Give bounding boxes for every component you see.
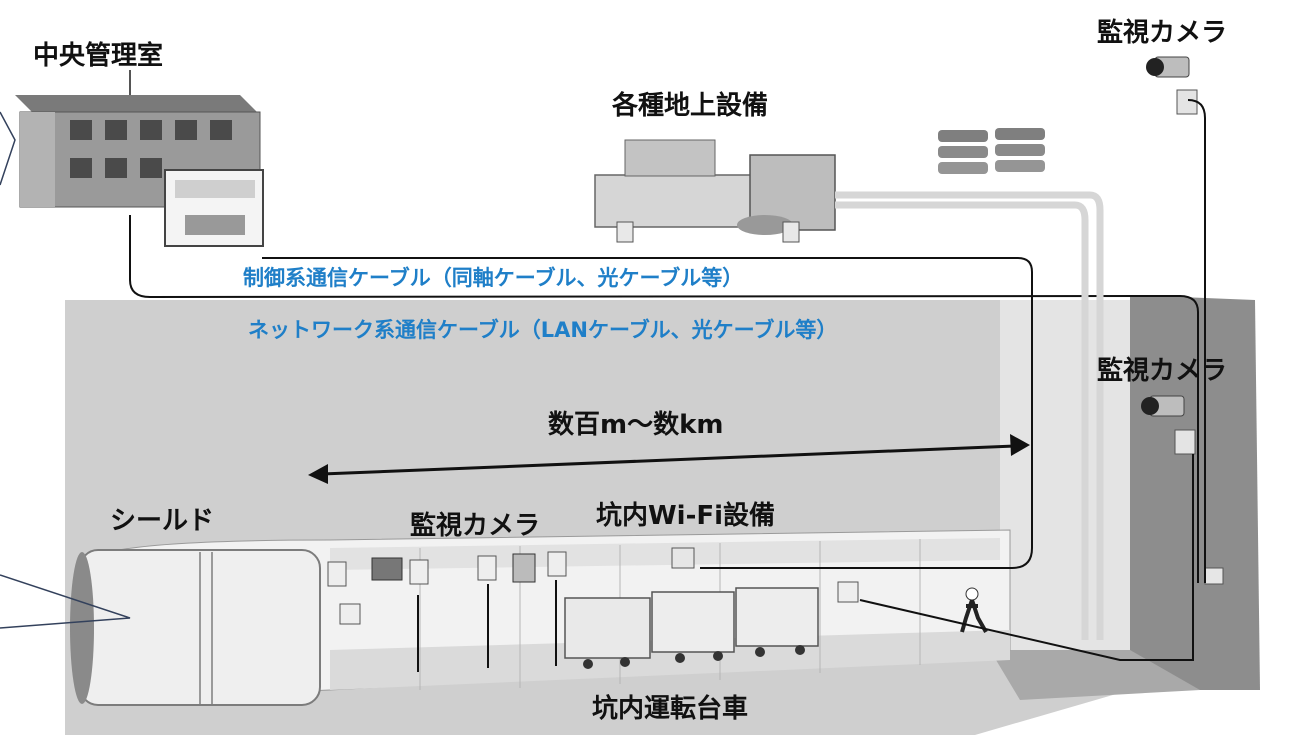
control-cable-label: 制御系通信ケーブル（同軸ケーブル、光ケーブル等）	[243, 266, 744, 290]
shield-label: シールド	[110, 506, 215, 536]
camera-shaft-label: 監視カメラ	[1097, 356, 1228, 386]
wifi-label: 坑内Wi-Fi設備	[596, 501, 776, 531]
camera-top-right-device	[1146, 56, 1198, 115]
shield-callout-line	[0, 574, 131, 629]
camera-tunnel-label: 監視カメラ	[410, 511, 541, 541]
network-cable-label: ネットワーク系通信ケーブル（LANケーブル、光ケーブル等）	[248, 318, 838, 342]
distance-label: 数百m～数km	[548, 410, 724, 440]
shaft-right-wall	[1130, 295, 1260, 690]
control-room-label: 中央管理室	[33, 41, 164, 71]
camera-shaft-device	[1141, 395, 1196, 455]
segment-stacks	[938, 128, 1045, 174]
shaft-floor	[990, 650, 1200, 700]
ground-equipment-label: 各種地上設備	[612, 91, 769, 121]
worker-figure	[960, 587, 988, 633]
distance-arrow	[308, 434, 1030, 484]
communication-cables	[129, 99, 1206, 672]
tunnel-devices	[327, 547, 1224, 625]
ground-equipment	[594, 139, 836, 243]
shield-machine	[70, 549, 321, 706]
transport-carts	[564, 587, 819, 669]
water-pipes	[835, 191, 1104, 640]
camera-top-right-label: 監視カメラ	[1097, 18, 1228, 48]
building-callout-line	[0, 111, 16, 186]
cart-label: 坑内運転台車	[592, 694, 749, 724]
control-room-interior	[164, 169, 264, 247]
